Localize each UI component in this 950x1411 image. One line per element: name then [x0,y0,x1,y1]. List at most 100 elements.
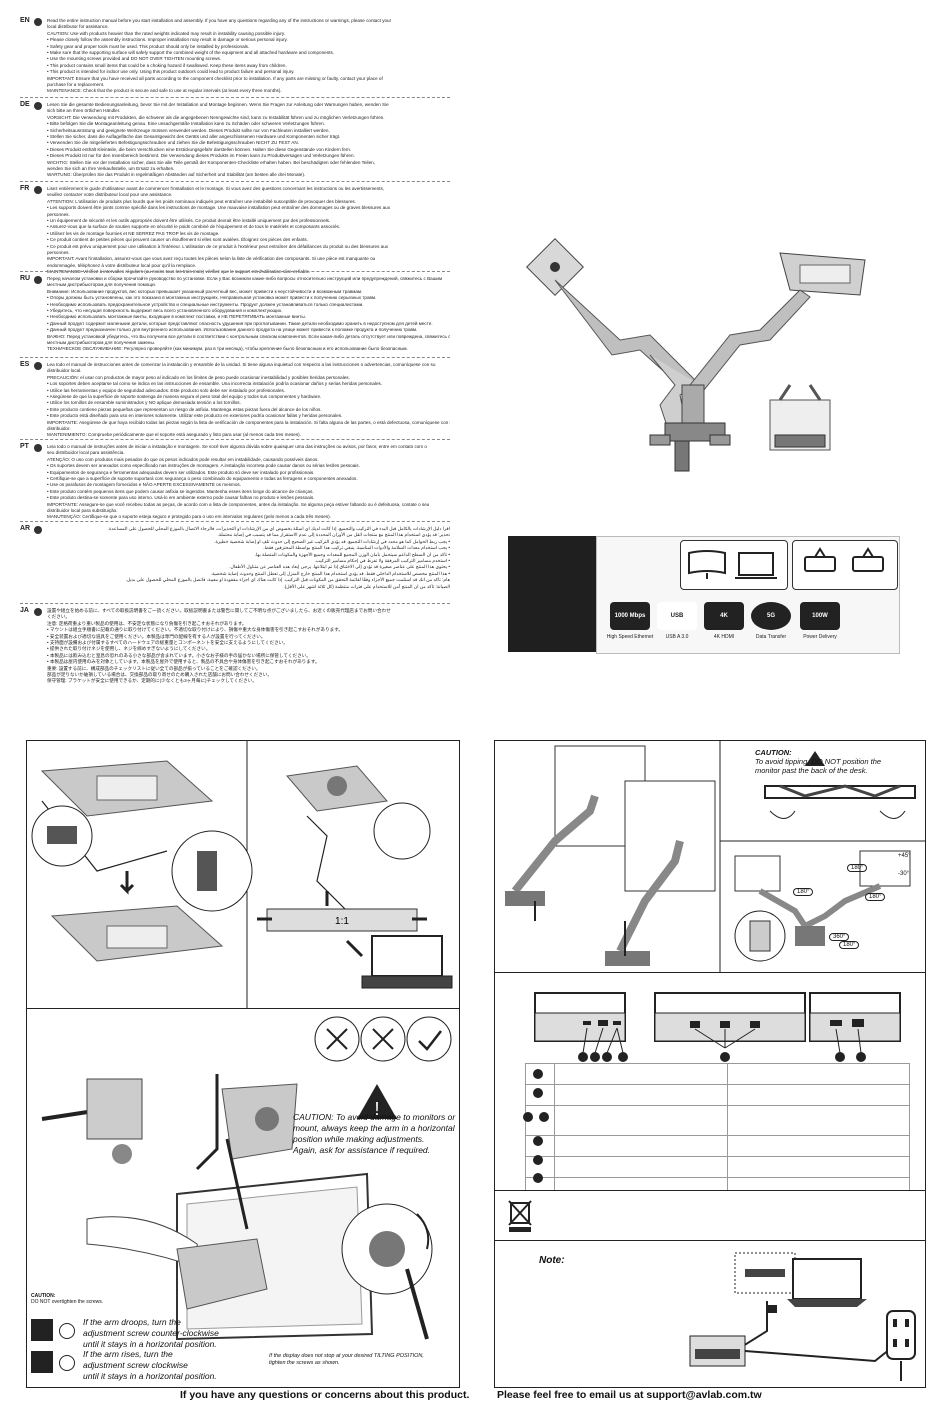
lang-code: AR [20,525,31,532]
instruction-line: IMPORTANT: Avant l'installation, assurez… [47,256,376,262]
instruction-line: • Опоры должны быть установлены, как это… [47,295,377,301]
caution-damage-note: CAUTION: To avoid damage to monitors or … [293,1112,456,1155]
instruction-line: • Verwenden Sie die mitgelieferten Befes… [47,140,299,146]
instruction-line: هام: تأكد من أنك قد استلمت جميع الأجزاء … [125,577,450,583]
instruction-line: • Utilice las herramientas y equipo de s… [47,387,286,393]
ratio-label: 1:1 [335,916,349,927]
laptop-tray-diagram: 1:1 [31,741,453,1009]
instruction-line: • Данный продукт содержит маленькие дета… [47,320,433,326]
language-flag-icon [34,18,42,26]
instruction-line: ATTENTION: L'utilisation de produits plu… [47,198,357,204]
instruction-line: • تأكد من أن السطح الداعم سيتحمل بأمان ا… [254,551,450,557]
arm-movement-diagram [505,741,925,973]
instruction-line: distribuidor. [47,425,71,431]
instruction-line: تحذير: قد يؤدي استخدام هذا المنتج مع منت… [217,532,451,538]
feature-label-1: USB A 3.0 [665,634,689,640]
instruction-line: • Ce produit est prévu uniquement pour u… [47,243,389,249]
instruction-line: • Este produto contém pequenos itens que… [47,488,314,494]
instruction-line: MANUTENÇÃO: Certifique-se que o suporte … [47,514,331,520]
section-divider [20,439,450,440]
language-flag-icon [34,444,42,452]
instruction-line: MANTENIMIENTO: Compruebe periódicamente … [47,432,301,438]
instruction-line: • Please closely follow the assembly ins… [47,37,288,43]
instruction-line: WICHTIG: Stellen Sie vor der Installatio… [47,159,375,165]
instruction-line: • 本製品は屋内使用のみを対象としています。本製品を屋外で使用すると、製品の不具… [47,659,320,665]
instruction-line: • Sicherheitsausrüstung und geeignete We… [47,127,330,133]
instruction-line: • Use os parafusos de montagem fornecido… [47,482,241,488]
tension-adjust-diagram: ! [41,1016,452,1341]
instruction-line: VORSICHT: Die Verwendung mit Produkten, … [47,114,385,120]
ports-diagram [534,992,901,1062]
section-divider [20,271,450,272]
instruction-line: • يحتوي هذا المنتج على عناصر صغيرة قد تؤ… [229,564,450,570]
instruction-line: distribuidor local. [47,368,82,374]
counter-clockwise-icon [59,1323,75,1339]
instruction-line: • استخدم مسامير التركيب المرفقة ولا تفرط… [314,557,450,563]
language-flag-icon [34,102,42,110]
weee-bin-icon [508,1200,532,1232]
instruction-line: • Make sure that the supporting surface … [47,49,335,55]
angle-180-left: 180° [793,888,814,896]
instruction-line: personnes. [47,211,70,217]
instruction-line: • Asegúrese de que la superficie de sopo… [47,393,322,399]
power-connection-diagram [689,1252,916,1381]
instruction-line: • Este produto destina-se somente para u… [47,495,315,501]
feature-label-0: High Speed Ethernet [606,634,654,640]
instruction-line: PRECAUCIÓN: el usar con productos de may… [47,374,350,380]
power-connection-panel: Note: [494,1240,926,1388]
instruction-line: • Les supports doivent être joints comme… [47,205,391,211]
lang-code: DE [20,101,30,108]
instruction-line: distribuidor local para substituição. [47,507,118,513]
instruction-line: Lisez entièrement le guide d'utilisateur… [47,186,385,191]
instruction-line: endommagée, téléphonez à votre distribut… [47,262,197,268]
port-num-5 [533,1136,543,1146]
port-num-4 [539,1112,549,1122]
instruction-line: Lesen Sie die gesamte Bedienungsanleitun… [47,102,389,107]
instruction-line: • Safety gear and proper tools must be u… [47,43,250,49]
instruction-line: IMPORTANTE: Asegúrese de que haya recibi… [47,419,450,425]
ports-table [525,1063,910,1199]
footer-left: If you have any questions or concerns ab… [180,1389,470,1401]
instruction-line: • Certifique-se que a superfície de supo… [47,475,358,481]
instruction-line: • Os suportes devem ser anexados como es… [47,463,360,469]
instruction-line: • Убедитесь, что несущая поверхность выд… [47,307,283,313]
angle-180-bottom: 180° [839,941,860,949]
instruction-line: الصيانة: تأكد من أن المنتج آمن للاستخدام… [283,583,450,589]
angle-plus45: +45° [898,853,911,859]
section-divider [20,181,450,182]
instruction-line: 注意: 定格荷重より重い製品の使用は、不安定な状態になり負傷を引き起こすおそれが… [47,620,247,626]
instruction-line: • يجب استخدام معدات السلامة والأدوات الم… [263,545,450,551]
language-flag-icon [34,362,42,370]
port-num-7 [533,1173,543,1183]
instruction-line: • Assurez-vous que la surface de soutien… [47,224,341,230]
instruction-line: • Use the mounting screws provided and D… [47,56,222,62]
instruction-line: seu distribuidor local para assistência. [47,450,125,456]
angle-minus30: -30° [898,871,910,877]
feature-label-3: Data Transfer [755,634,787,640]
instruction-line: • This product is intended for indoor us… [47,69,295,75]
angle-180-right: 180° [865,893,886,901]
instruction-line: • 提供された取り付けネジを使用し、ネジを締めすぎないようにしてください。 [47,646,211,652]
instruction-line: • هذا المنتج مخصص للاستخدام الداخلي فقط.… [210,570,450,576]
angle-360: 360° [829,933,850,941]
instruction-line: local distributor for assistance. [47,24,109,30]
instruction-line: IMPORTANTE: Assegure-se que você recebeu… [47,501,430,507]
instruction-line: • 本製品には飲み込むと窒息の恐れのある小さな部品が含まれています。小さなお子様… [47,652,311,658]
instruction-line: ください。 [47,614,70,620]
caution-overtighten-note: CAUTION: DO NOT overtighten the screws. [31,1293,104,1305]
instruction-line: 保守管理: ブラケットが安全に使用できるか、定期的に(少なくとも3ヶ月毎に)チェ… [47,678,257,684]
instruction-line: 設置や組立を始める前に、すべての取扱説明書をご一読ください。取扱説明書または警告… [47,608,391,613]
instruction-line: • Equipamentos de segurança e ferramenta… [47,469,315,475]
lang-code: FR [20,185,30,192]
instruction-line: • Stellen Sie sicher, dass die Auflagefl… [47,133,341,139]
svg-text:!: ! [374,1099,379,1119]
instruction-line: Read the entire instruction manual befor… [47,18,392,23]
footer-right: Please feel free to email us at support@… [497,1389,762,1401]
caution-tipping-note: CAUTION: To avoid tipping, DO NOT positi… [755,748,882,775]
feature-label-4: Power Delivery [803,634,837,640]
instruction-line: • Bitte befolgen Sie die Montageanleitun… [47,121,325,127]
feature-badge-2: 4K [704,602,744,630]
instruction-line: MAINTENANCE: Check that the product is s… [47,88,282,94]
instruction-line: purchase for a replacement. [47,81,105,87]
instruction-line: wenden Sie sich an Ihre Verkaufsstelle, … [47,165,175,171]
